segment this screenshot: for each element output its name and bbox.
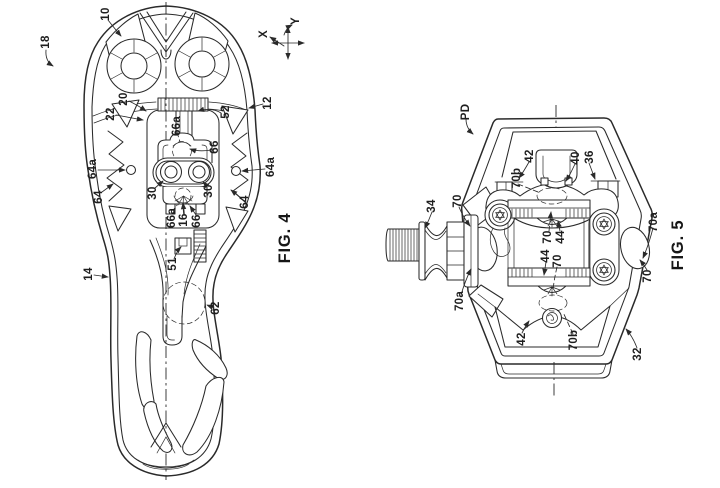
- ref-label-70-upper-left: 70: [452, 194, 464, 207]
- ref-label-32: 32: [632, 347, 644, 360]
- ref-label-16: 16: [178, 213, 190, 226]
- ref-label-20: 20: [118, 92, 130, 105]
- pocket-right: [619, 226, 651, 270]
- ref-label-64a-right: 64a: [265, 157, 277, 177]
- slotted-screw: [541, 307, 563, 329]
- ref-label-64-right: 64: [239, 195, 251, 209]
- ref-label-52: 52: [220, 105, 232, 118]
- ref-label-10: 10: [100, 7, 112, 20]
- axis-label-x: X: [258, 30, 270, 38]
- ref-label-62: 62: [210, 301, 222, 314]
- ref-label-22: 22: [105, 107, 117, 120]
- ref-label-44-center: 44: [555, 230, 567, 244]
- binding-mechanism: [484, 149, 620, 329]
- ref-label-66a-top: 66a: [171, 116, 183, 136]
- heel-stud-right: [174, 36, 230, 92]
- ref-label-42-top: 42: [524, 149, 536, 162]
- figure4-labels: 18 10 12 14 20 22 52 66a 66 64a 64a 30 3…: [40, 7, 277, 314]
- figure5-pedal: PD 34 70 42 70b 40 36 70 44 44 70 70a 70…: [385, 104, 687, 399]
- ball-right: [230, 165, 242, 177]
- axis-label-y: Y: [290, 17, 302, 25]
- ref-label-12: 12: [262, 96, 274, 109]
- axis-indicator: X Y: [258, 17, 305, 60]
- adjuster: [174, 229, 207, 263]
- ref-label-64-left: 64: [93, 190, 105, 204]
- corner-plate-bottom-left: [468, 284, 504, 318]
- ref-label-70a-right: 70a: [648, 212, 660, 232]
- ref-label-70-bottom-right: 70: [642, 269, 654, 282]
- heel-stud-left: [106, 38, 162, 94]
- ref-label-70-lower: 70: [552, 254, 564, 267]
- y-rotation-arrow: [283, 24, 293, 36]
- dashed-ellipse-bottom: [538, 294, 568, 312]
- cleat: [152, 132, 215, 215]
- ref-label-66-bottom: 66: [191, 214, 203, 227]
- figure5-labels: PD 34 70 42 70b 40 36 70 44 44 70 70a 70…: [426, 104, 660, 361]
- ball-left: [125, 164, 137, 176]
- ref-label-pd: PD: [460, 104, 472, 121]
- ref-label-66a-bottom: 66a: [166, 208, 178, 228]
- arch-and-toe-treads: [135, 237, 228, 470]
- torx-screw-right-top: [592, 212, 616, 236]
- ref-label-40: 40: [570, 151, 582, 164]
- x-rotation-arrow: [269, 36, 285, 47]
- dashed-ellipse-top: [536, 187, 568, 205]
- ref-label-70b-bottom: 70b: [568, 330, 580, 351]
- torx-screw-left: [488, 203, 512, 227]
- ref-label-42-bottom: 42: [516, 332, 528, 345]
- ref-label-70a-bottom-left: 70a: [454, 291, 466, 311]
- figure5-leaders: [424, 118, 654, 349]
- ref-label-70-center: 70: [542, 230, 554, 243]
- dashed-circle-62: [162, 281, 206, 325]
- figure4-leaders: [45, 19, 266, 310]
- ref-label-18: 18: [40, 35, 52, 49]
- figure5-caption: FIG. 5: [669, 220, 687, 271]
- pedal-spindle: [385, 214, 479, 288]
- torx-screw-right-bottom: [592, 258, 616, 282]
- ref-label-64a-left: 64a: [87, 159, 99, 179]
- figure4-shoe-sole: X Y 18 10: [40, 2, 305, 480]
- ref-label-70b-top: 70b: [511, 168, 523, 189]
- ref-label-14: 14: [83, 267, 95, 281]
- ref-label-30-left: 30: [147, 186, 159, 199]
- ref-label-30-right: 30: [203, 184, 215, 197]
- ref-label-44-lower: 44: [540, 249, 552, 263]
- side-treads: [106, 99, 249, 233]
- ref-label-34: 34: [426, 199, 438, 213]
- pedal-centerline: [553, 105, 557, 399]
- ref-label-36: 36: [584, 150, 596, 163]
- ref-label-66-top: 66: [209, 140, 221, 153]
- figure4-caption: FIG. 4: [276, 213, 294, 264]
- ref-label-51: 51: [167, 257, 179, 271]
